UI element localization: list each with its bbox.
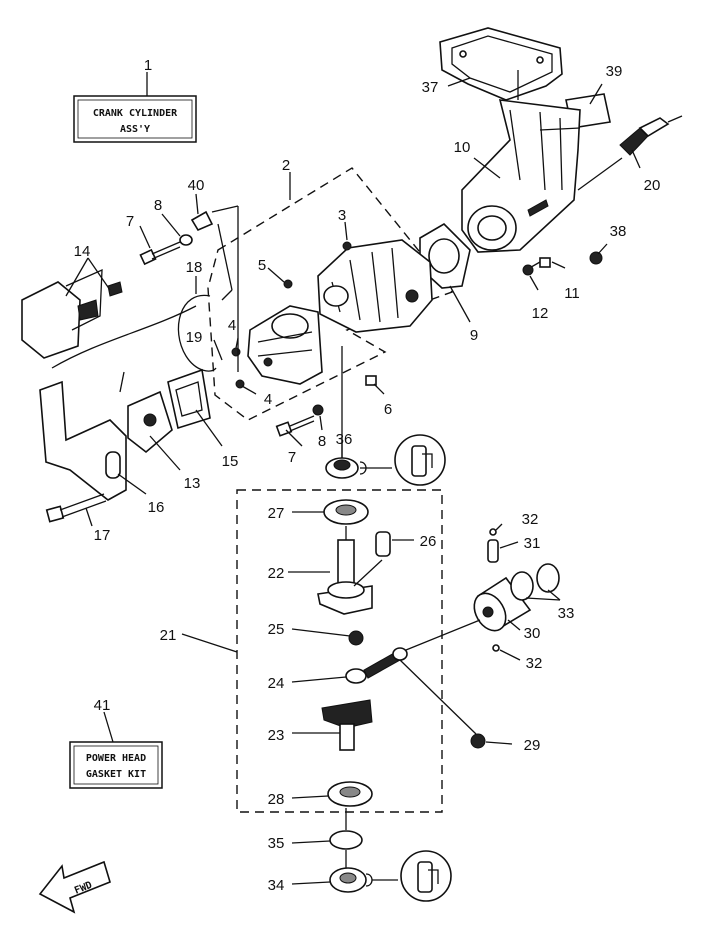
label-8b: 8 <box>318 433 326 450</box>
label-5: 5 <box>258 257 266 274</box>
group-outline-crankshaft <box>236 489 443 813</box>
label-21: 21 <box>160 627 177 644</box>
reed-valve-plate <box>21 268 123 359</box>
group-outline-crankcase <box>207 167 454 421</box>
label-29: 29 <box>524 737 541 754</box>
label-35: 35 <box>268 835 285 852</box>
label-2: 2 <box>282 157 290 174</box>
crank-cylinder-assy-box: CRANK CYLINDER ASS'Y <box>73 72 197 143</box>
label-19: 19 <box>186 329 203 346</box>
washer-8-top <box>179 234 193 246</box>
needle-bearing-25 <box>348 630 364 646</box>
fwd-arrow: FWD <box>38 860 111 914</box>
circlip-32-bottom <box>492 644 500 652</box>
bearing-28 <box>327 781 373 807</box>
part-number-labels: 1 2 3 4 4 5 6 7 7 8 8 9 10 11 12 13 14 1… <box>74 57 661 894</box>
fuel-hose <box>177 294 217 372</box>
label-15: 15 <box>222 453 239 470</box>
dowel-pin-5 <box>283 279 293 289</box>
seal-orientation-callout-top <box>359 434 446 486</box>
crankshaft-upper <box>317 539 373 615</box>
clip-40 <box>190 210 214 232</box>
label-4a: 4 <box>228 317 236 334</box>
label-1: 1 <box>144 57 152 74</box>
circlip-32-top <box>489 528 497 536</box>
bolt-7-top <box>139 241 181 266</box>
piston-ring-2 <box>536 563 560 593</box>
dowel-pin-3 <box>342 241 352 251</box>
bolt-7-lower <box>275 415 315 437</box>
washer-12 <box>522 264 534 276</box>
cylinder-block <box>317 239 433 333</box>
mounting-bracket <box>39 380 127 501</box>
label-31: 31 <box>524 535 541 552</box>
gasket-kit-text-2: GASKET KIT <box>86 769 146 780</box>
intake-gasket <box>167 368 211 430</box>
label-40: 40 <box>188 177 205 194</box>
pin-4a <box>231 347 241 357</box>
label-36: 36 <box>336 431 353 448</box>
label-37: 37 <box>422 79 439 96</box>
intake-manifold <box>127 390 173 454</box>
seal-orientation-callout-bottom <box>365 850 452 902</box>
bearing-27 <box>323 499 369 525</box>
bearing-34 <box>329 867 367 893</box>
label-14: 14 <box>74 243 91 260</box>
leader-lines <box>51 77 641 885</box>
label-23: 23 <box>268 727 285 744</box>
seal-35 <box>329 830 363 850</box>
label-4b: 4 <box>264 391 272 408</box>
washer-8-lower <box>312 404 324 416</box>
label-34: 34 <box>268 877 285 894</box>
gasket-kit-text-1: POWER HEAD <box>86 753 146 764</box>
label-9: 9 <box>470 327 478 344</box>
label-7a: 7 <box>126 213 134 230</box>
cylinder-head-housing <box>461 70 581 253</box>
label-8a: 8 <box>154 197 162 214</box>
spark-plug <box>619 115 683 156</box>
label-25: 25 <box>268 621 285 638</box>
crankcase <box>247 305 323 385</box>
piston-pin-31 <box>487 539 499 563</box>
label-6: 6 <box>384 401 392 418</box>
piston <box>473 576 532 632</box>
label-32a: 32 <box>522 511 539 528</box>
label-33: 33 <box>558 605 575 622</box>
piston-ring-1 <box>510 571 534 601</box>
crank-cylinder-text-1: CRANK CYLINDER <box>93 108 178 119</box>
label-26: 26 <box>420 533 437 550</box>
label-22: 22 <box>268 565 285 582</box>
label-28: 28 <box>268 791 285 808</box>
label-20: 20 <box>644 177 661 194</box>
label-17: 17 <box>94 527 111 544</box>
power-head-gasket-kit-box: POWER HEAD GASKET KIT <box>69 711 163 789</box>
label-12: 12 <box>532 305 549 322</box>
crank-pin-26 <box>375 531 391 557</box>
label-18: 18 <box>186 259 203 276</box>
top-cover-gasket <box>439 27 563 101</box>
label-3: 3 <box>338 207 346 224</box>
connecting-rod <box>345 647 408 684</box>
label-11: 11 <box>564 285 580 302</box>
label-16: 16 <box>148 499 165 516</box>
crankshaft-lower <box>321 699 373 751</box>
label-27: 27 <box>268 505 285 522</box>
label-41: 41 <box>94 697 111 714</box>
label-38: 38 <box>610 223 627 240</box>
label-32b: 32 <box>526 655 543 672</box>
label-24: 24 <box>268 675 285 692</box>
screw-38 <box>589 251 603 265</box>
label-39: 39 <box>606 63 623 80</box>
label-10: 10 <box>454 139 471 156</box>
plug-6 <box>365 375 377 386</box>
nut-29 <box>470 733 486 749</box>
label-30: 30 <box>524 625 541 642</box>
label-13: 13 <box>184 475 201 492</box>
label-7b: 7 <box>288 449 296 466</box>
crank-cylinder-text-2: ASS'Y <box>120 124 150 135</box>
bolt-17 <box>45 493 107 523</box>
